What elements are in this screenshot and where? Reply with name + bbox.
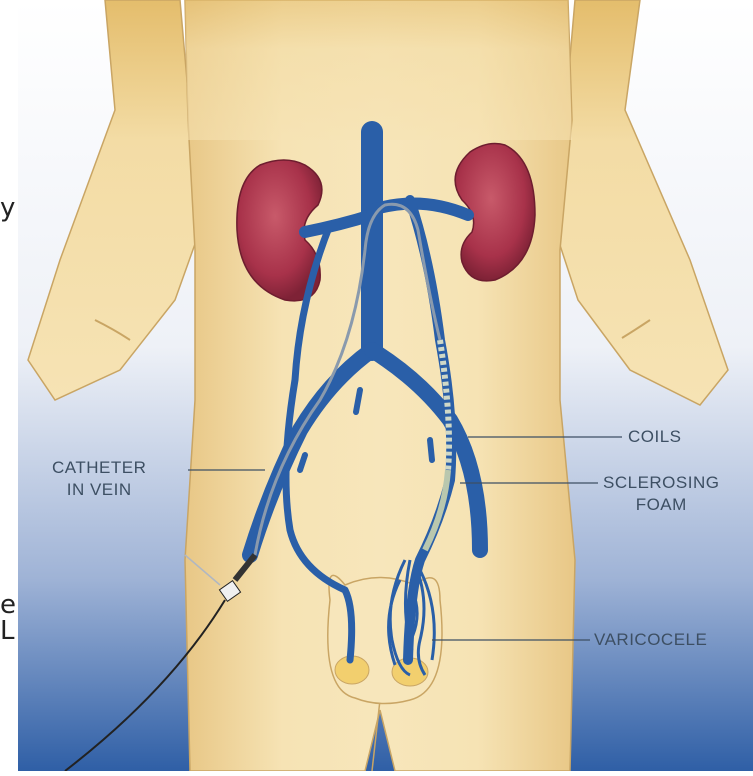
edge-glyph-1: y [0, 193, 15, 223]
torso-shading [185, 0, 572, 140]
foam-label: SCLEROSING FOAM [603, 472, 719, 516]
coils-label: COILS [628, 426, 682, 448]
foam-label-line2: FOAM [603, 494, 719, 516]
catheter-label-line1: CATHETER [52, 457, 146, 479]
foam-label-line1: SCLEROSING [603, 472, 719, 494]
catheter-label: CATHETER IN VEIN [52, 457, 146, 501]
varicocele-label: VARICOCELE [594, 629, 707, 651]
edge-glyph-3: L [0, 616, 15, 646]
catheter-label-line2: IN VEIN [52, 479, 146, 501]
